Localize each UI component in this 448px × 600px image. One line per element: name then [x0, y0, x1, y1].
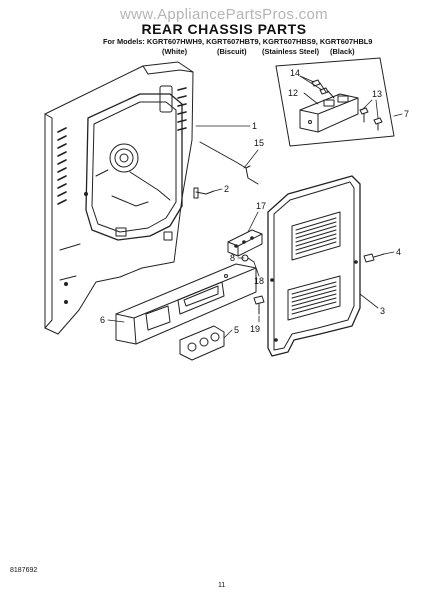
callout-6: 6 — [100, 315, 105, 325]
rod-part-15 — [199, 141, 259, 185]
variant-stainless: (Stainless Steel) — [262, 47, 320, 56]
callout-5: 5 — [234, 325, 239, 335]
callout-19: 19 — [250, 324, 260, 334]
callout-2: 2 — [224, 184, 229, 194]
screw-part-2 — [193, 187, 215, 199]
screw-part-19 — [253, 295, 265, 315]
inset-detail-box — [275, 57, 395, 147]
bracket-part-6 — [115, 263, 257, 345]
leader-lines — [107, 75, 403, 339]
page-title: REAR CHASSIS PARTS — [141, 21, 307, 37]
callout-15: 15 — [254, 138, 264, 148]
callout-13-a: 13 — [372, 89, 382, 99]
variant-black: (Black) — [330, 47, 355, 56]
callout-14: 14 — [290, 68, 300, 78]
terminal-block-part-17 — [227, 229, 263, 257]
variant-biscuit: (Biscuit) — [217, 47, 247, 56]
callout-17: 17 — [256, 201, 266, 211]
callout-1: 1 — [252, 121, 257, 131]
callout-8: 8 — [230, 253, 235, 263]
callout-4: 4 — [396, 247, 401, 257]
callout-18: 18 — [254, 276, 264, 286]
watermark: www.AppliancePartsPros.com — [120, 6, 328, 23]
callout-12: 12 — [288, 88, 298, 98]
rear-chassis-panel — [44, 61, 194, 335]
gasket-part-5 — [179, 325, 225, 361]
rear-cover-panel-part-3 — [267, 175, 361, 357]
callout-3: 3 — [380, 306, 385, 316]
models-line: For Models: KGRT607HWH9, KGRT607HBT9, KG… — [103, 37, 373, 46]
variant-white: (White) — [162, 47, 188, 56]
screw-part-4 — [363, 253, 385, 263]
callout-7: 7 — [404, 109, 409, 119]
screw-part-8 — [241, 254, 255, 263]
page-number: 11 — [218, 582, 226, 589]
document-number: 8187692 — [10, 567, 38, 574]
